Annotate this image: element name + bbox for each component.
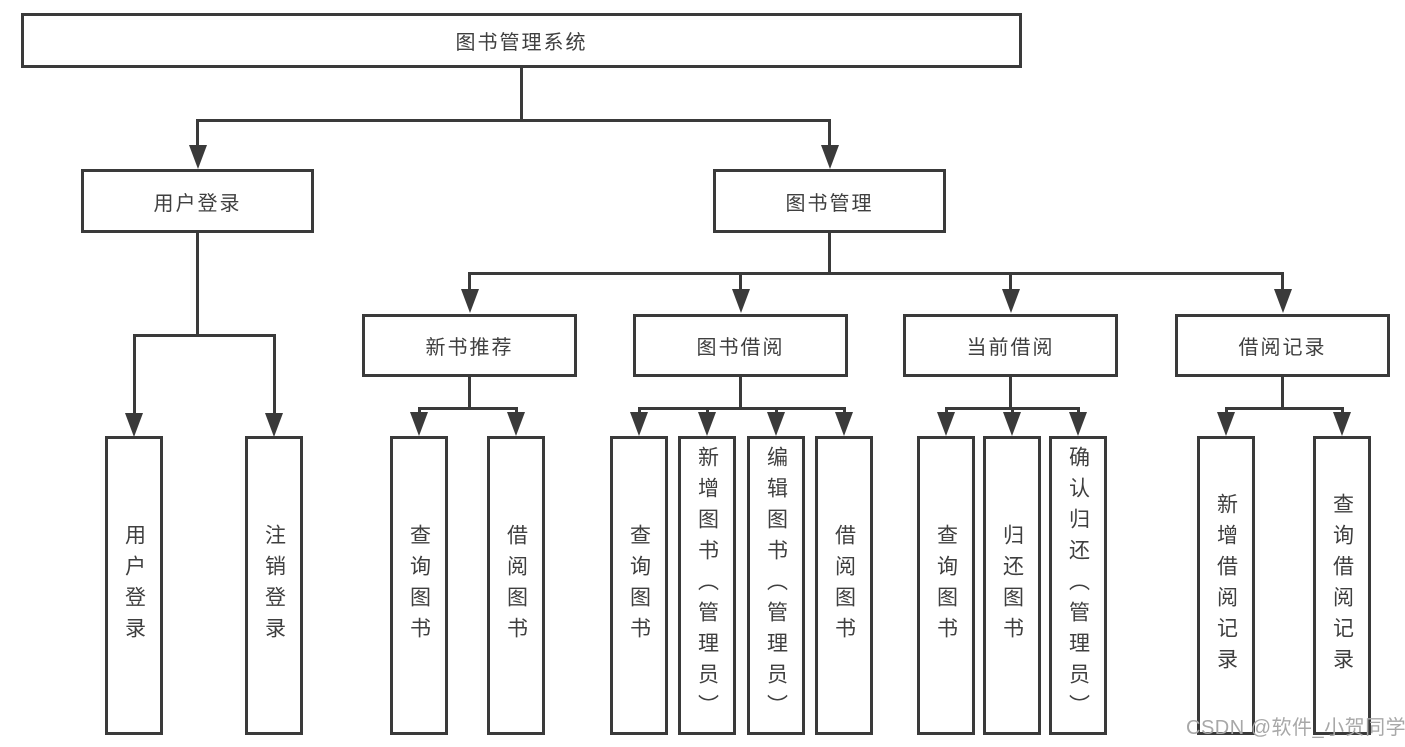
connector-line <box>1076 407 1080 416</box>
node-label: 编辑图书（管理员） <box>764 446 788 725</box>
node-label: 当前借阅 <box>966 337 1055 359</box>
node-label: 查询图书 <box>407 523 431 648</box>
arrowhead-down-icon <box>1001 289 1020 313</box>
node-label: 查询借阅记录 <box>1330 492 1354 679</box>
arrowhead-down-icon <box>1003 412 1021 436</box>
connector-line <box>828 233 831 275</box>
connector-line <box>417 407 421 416</box>
node-label: 查询图书 <box>934 523 958 648</box>
connector-line <box>1009 377 1012 410</box>
node-user-login: 用户登录 <box>81 169 314 233</box>
node-label: 新增图书（管理员） <box>695 446 719 725</box>
node-label: 图书管理系统 <box>455 32 588 54</box>
node-system-root: 图书管理系统 <box>21 13 1022 68</box>
arrowhead-down-icon <box>1069 412 1087 436</box>
arrowhead-down-icon <box>1333 412 1351 436</box>
arrowhead-down-icon <box>125 413 143 437</box>
node-label: 图书管理 <box>785 192 874 215</box>
connector-line <box>132 334 276 337</box>
arrowhead-down-icon <box>460 289 479 313</box>
leaf-return-book: 归还图书 <box>983 436 1041 735</box>
connector-line <box>1010 407 1014 416</box>
node-label: 新增借阅记录 <box>1214 492 1238 679</box>
connector-line <box>828 119 831 149</box>
arrowhead-down-icon <box>698 412 716 436</box>
connector-line <box>1224 407 1344 410</box>
leaf-user-login: 用户登录 <box>105 436 163 735</box>
arrowhead-down-icon <box>937 412 955 436</box>
connector-line <box>774 407 778 416</box>
arrowhead-down-icon <box>410 412 428 436</box>
node-borrow-records: 借阅记录 <box>1175 314 1390 377</box>
leaf-logout: 注销登录 <box>245 436 303 735</box>
arrowhead-down-icon <box>630 412 648 436</box>
connector-line <box>637 407 641 416</box>
node-book-management: 图书管理 <box>713 169 946 233</box>
arrowhead-down-icon <box>1217 412 1235 436</box>
arrowhead-down-icon <box>767 412 785 436</box>
connector-line <box>1281 377 1284 410</box>
connector-line <box>132 334 136 417</box>
connector-line <box>1009 272 1012 293</box>
arrowhead-down-icon <box>835 412 853 436</box>
node-current-borrow: 当前借阅 <box>903 314 1118 377</box>
leaf-edit-book-admin: 编辑图书（管理员） <box>747 436 805 735</box>
leaf-query-books-current: 查询图书 <box>917 436 975 735</box>
node-label: 用户登录 <box>153 192 242 215</box>
connector-line <box>739 272 742 293</box>
connector-line <box>468 377 471 410</box>
node-label: 借阅图书 <box>832 523 856 648</box>
node-label: 用户登录 <box>122 523 146 648</box>
node-label: 注销登录 <box>262 523 286 648</box>
connector-line <box>514 407 518 416</box>
leaf-query-borrow-record: 查询借阅记录 <box>1313 436 1371 735</box>
arrowhead-down-icon <box>265 413 283 437</box>
leaf-borrow-books-borrow: 借阅图书 <box>815 436 873 735</box>
node-label: 新书推荐 <box>425 337 514 359</box>
connector-line <box>520 68 523 122</box>
connector-line <box>468 272 471 293</box>
connector-line <box>196 119 831 122</box>
connector-line <box>196 233 199 337</box>
node-new-book-recommend: 新书推荐 <box>362 314 577 377</box>
node-label: 图书借阅 <box>696 337 785 359</box>
connector-line <box>272 334 276 417</box>
node-label: 借阅图书 <box>504 523 528 648</box>
leaf-confirm-return-admin: 确认归还（管理员） <box>1049 436 1107 735</box>
connector-line <box>944 407 948 416</box>
leaf-query-books-borrow: 查询图书 <box>610 436 668 735</box>
connector-line <box>705 407 709 416</box>
arrowhead-down-icon <box>820 145 839 169</box>
arrowhead-down-icon <box>507 412 525 436</box>
connector-line <box>1224 407 1228 416</box>
csdn-watermark: CSDN @软件_小贺同学 <box>1186 717 1405 739</box>
leaf-add-borrow-record: 新增借阅记录 <box>1197 436 1255 735</box>
leaf-borrow-books-recommend: 借阅图书 <box>487 436 545 735</box>
connector-line <box>417 407 518 410</box>
node-label: 查询图书 <box>627 523 651 648</box>
leaf-add-book-admin: 新增图书（管理员） <box>678 436 736 735</box>
node-label: 确认归还（管理员） <box>1066 446 1090 725</box>
leaf-query-books-recommend: 查询图书 <box>390 436 448 735</box>
connector-line <box>842 407 846 416</box>
connector-line <box>739 377 742 410</box>
arrowhead-down-icon <box>1273 289 1292 313</box>
connector-line <box>468 272 1284 275</box>
connector-line <box>637 407 846 410</box>
arrowhead-down-icon <box>188 145 207 169</box>
node-book-borrow: 图书借阅 <box>633 314 848 377</box>
connector-line <box>1340 407 1344 416</box>
connector-line <box>1281 272 1284 293</box>
node-label: 借阅记录 <box>1238 337 1327 359</box>
connector-line <box>196 119 199 149</box>
arrowhead-down-icon <box>731 289 750 313</box>
node-label: 归还图书 <box>1000 523 1024 648</box>
